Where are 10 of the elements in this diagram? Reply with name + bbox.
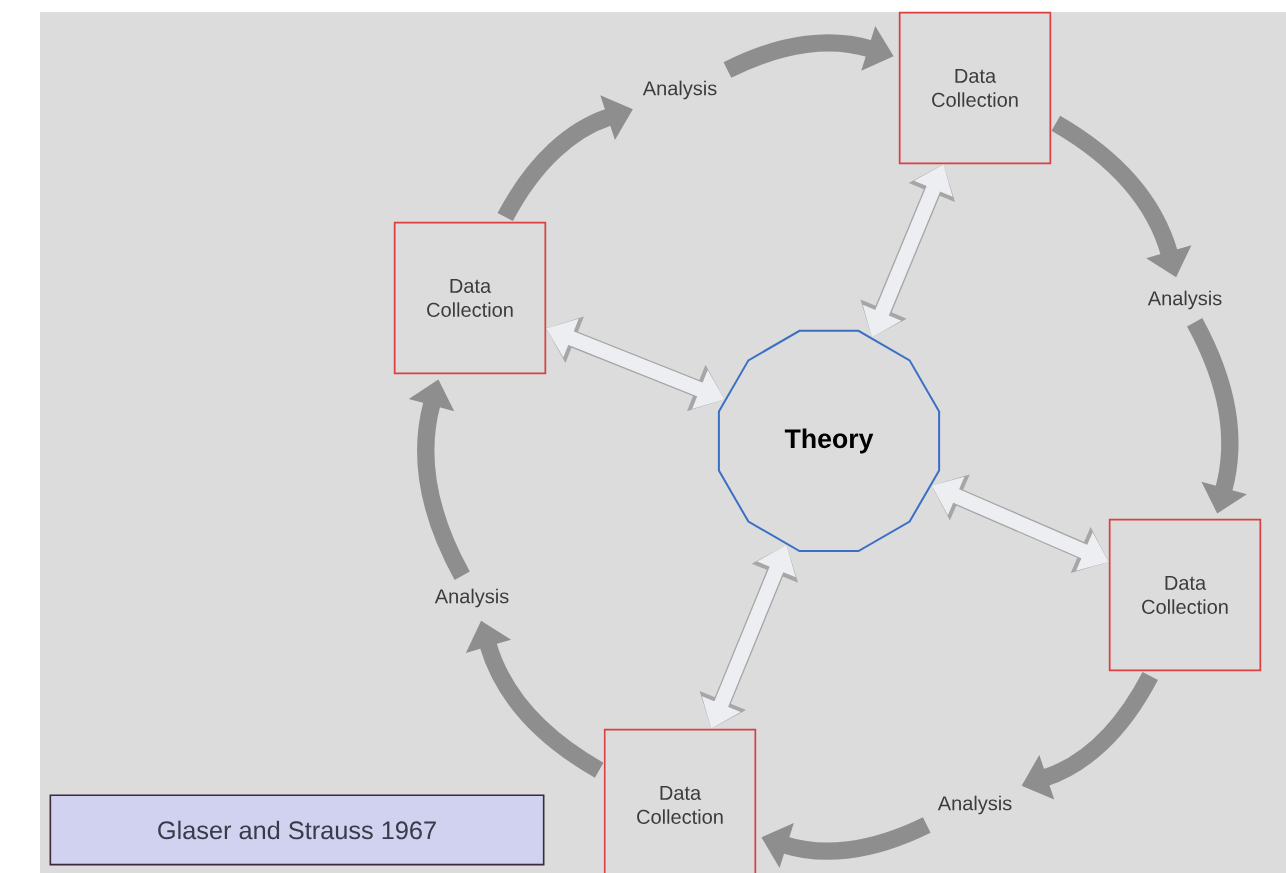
theory-polygon: Theory: [717, 329, 941, 553]
citation-box: Glaser and Strauss 1967: [49, 794, 545, 866]
stage-label: Analysis: [642, 80, 717, 100]
stage-box: Data Collection: [393, 221, 547, 375]
stage-box: Data Collection: [1108, 518, 1262, 672]
stage-box: Data Collection: [603, 728, 757, 873]
stage-label: Analysis: [937, 795, 1012, 815]
stage-label: Analysis: [434, 588, 509, 608]
stage-label: Analysis: [1147, 290, 1222, 310]
stage-box: Data Collection: [898, 11, 1052, 165]
